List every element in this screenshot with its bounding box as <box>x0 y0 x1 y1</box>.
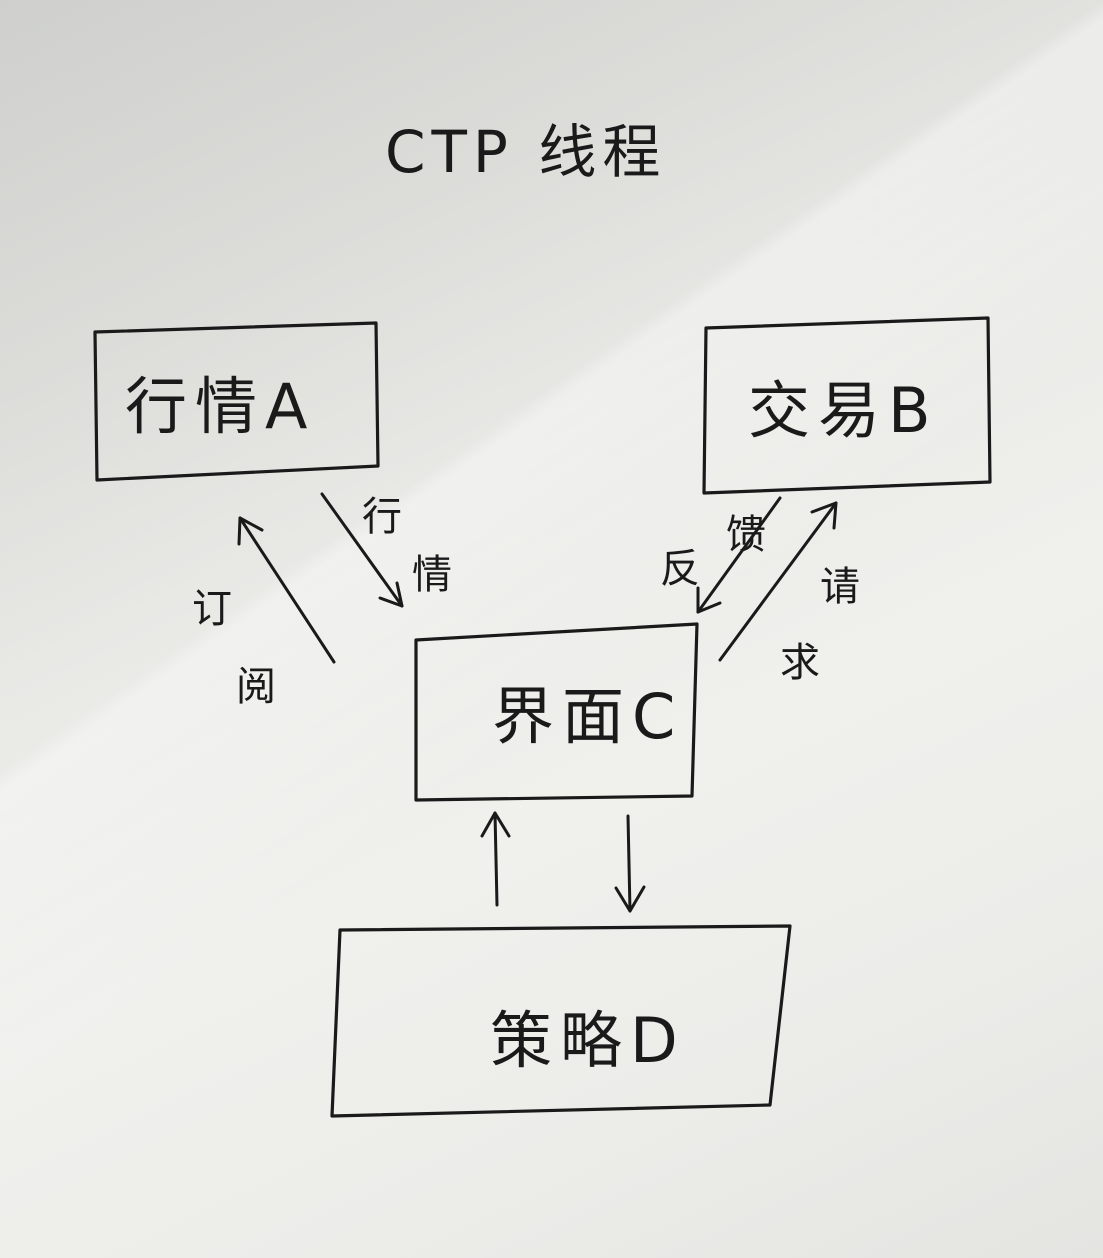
node-a-box <box>93 321 380 482</box>
edge-c-to-b-label-1: 请 <box>820 564 860 610</box>
edge-b-to-c: 反 馈 <box>660 496 782 614</box>
node-market-data-a: 行情A <box>93 321 380 482</box>
edge-d-to-c <box>480 811 511 907</box>
node-b-label: 交易B <box>748 374 939 447</box>
edge-b-to-c-arrowhead <box>696 586 722 614</box>
edge-a-to-c-arrowhead <box>378 581 404 608</box>
edge-c-to-a-label-1: 订 <box>192 586 232 632</box>
edge-b-to-c-line <box>696 496 782 614</box>
diagram-title: CTP 线程 <box>385 118 666 186</box>
edge-c-to-a-line <box>238 516 336 664</box>
edge-c-to-a-label-2: 阅 <box>236 664 276 710</box>
node-b-box <box>702 316 992 495</box>
edge-c-to-d-arrowhead <box>614 885 646 913</box>
edge-c-to-b-label-2: 求 <box>780 640 820 686</box>
edge-c-to-b-arrowhead <box>810 501 838 530</box>
edge-b-to-c-label-1: 反 <box>660 546 700 592</box>
node-interface-c: 界面C <box>414 622 699 802</box>
edge-b-to-c-label-2: 馈 <box>726 512 766 558</box>
edge-c-to-b-line <box>718 501 838 662</box>
edge-d-to-c-arrowhead <box>480 811 511 838</box>
node-d-box <box>330 924 792 1118</box>
node-d-label: 策略D <box>490 1004 686 1077</box>
node-strategy-d: 策略D <box>330 924 792 1118</box>
node-c-box <box>414 622 699 802</box>
edge-c-to-d <box>614 814 646 913</box>
node-a-label: 行情A <box>125 370 315 443</box>
edge-a-to-c-label-1: 行 <box>362 494 402 540</box>
edge-c-to-a: 订 阅 <box>192 516 336 710</box>
edge-c-to-b: 请 求 <box>718 501 860 686</box>
edge-d-to-c-line <box>493 811 499 907</box>
node-c-label: 界面C <box>492 680 683 753</box>
edge-a-to-c-line <box>320 492 404 608</box>
edge-a-to-c-label-2: 情 <box>412 552 452 598</box>
edge-c-to-d-line <box>626 814 632 913</box>
edge-a-to-c: 行 情 <box>320 492 452 608</box>
node-trading-b: 交易B <box>702 316 992 495</box>
edge-c-to-a-arrowhead <box>237 516 264 546</box>
